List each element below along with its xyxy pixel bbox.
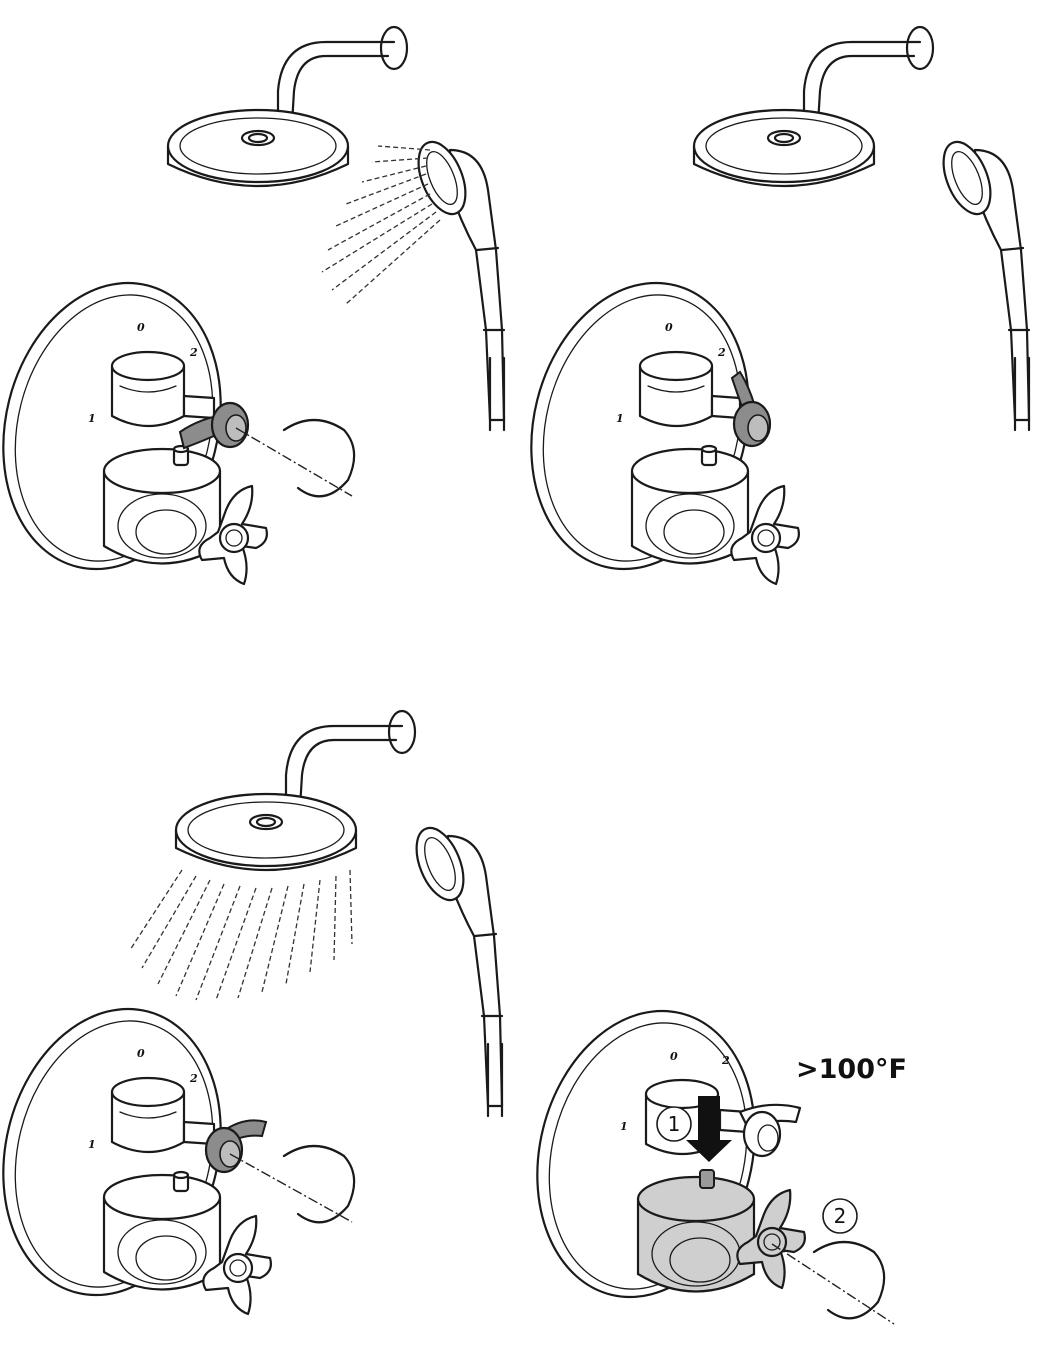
- hand-shower-icon: [934, 135, 1029, 430]
- dial-position-1: 1: [88, 412, 96, 425]
- rotate-arrow-icon: [284, 420, 354, 496]
- temperature-limit-label: >100°F: [796, 1054, 907, 1085]
- valve-wall-plate: [508, 988, 784, 1321]
- dial-position-1: 1: [616, 412, 624, 425]
- step-1-label: 1: [668, 1112, 681, 1136]
- dial-position-0: 0: [137, 321, 145, 334]
- rotate-arrow-icon: [814, 1242, 884, 1318]
- dial-position-2: 2: [717, 346, 726, 359]
- rain-shower-spray: [130, 870, 352, 1000]
- rain-shower-head-icon: [168, 27, 407, 186]
- panel-off: 0 2 1: [502, 27, 1029, 592]
- dial-position-2: 2: [721, 1054, 730, 1067]
- dial-position-0: 0: [665, 321, 673, 334]
- hand-shower-icon: [407, 821, 502, 1116]
- panel-rain-shower-active: 0 2 1: [0, 711, 502, 1318]
- step-2-label: 2: [834, 1204, 847, 1228]
- panel-temperature-limit: 0 2 1 >100°F 1 2: [508, 988, 907, 1324]
- rotate-arrow-icon: [284, 1146, 354, 1222]
- dial-position-2: 2: [189, 346, 198, 359]
- hand-shower-icon: [409, 135, 504, 430]
- dial-position-1: 1: [88, 1138, 96, 1151]
- rain-shower-head-icon: [694, 27, 933, 186]
- dial-position-1: 1: [620, 1120, 628, 1133]
- dial-position-0: 0: [670, 1050, 678, 1063]
- dial-position-2: 2: [189, 1072, 198, 1085]
- dial-position-0: 0: [137, 1047, 145, 1060]
- step-2-marker: 2: [823, 1199, 857, 1233]
- step-1-marker: 1: [657, 1107, 691, 1141]
- rain-shower-head-icon: [176, 711, 415, 870]
- panel-hand-shower-active: 0 2 1: [0, 27, 504, 592]
